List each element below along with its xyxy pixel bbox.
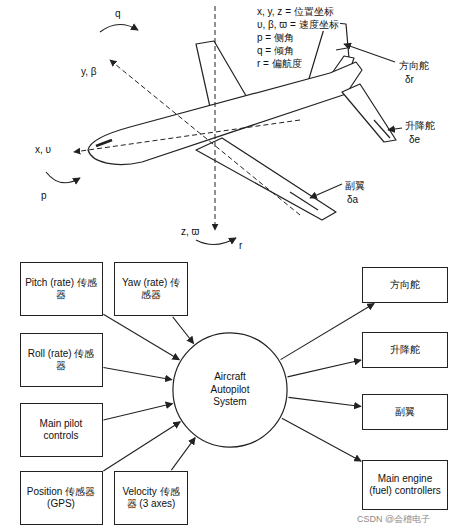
note-line: q = 倾角: [256, 45, 295, 57]
axis-label: y, β: [80, 66, 98, 78]
y-axis: [110, 60, 300, 215]
note-line: p = 侧角: [256, 32, 295, 44]
connector-arrow: [103, 368, 171, 380]
process-box: 副翼: [362, 394, 448, 430]
note-line: x, y, z = 位置坐标: [256, 6, 335, 18]
node-text: Yaw (rate) 传感器: [119, 277, 183, 302]
process-box: Main pilot controls: [20, 403, 103, 457]
process-box: Pitch (rate) 传感器: [20, 262, 103, 316]
node-text: Main engine (fuel) controllers: [367, 473, 443, 498]
axis-symbol: r: [238, 240, 243, 252]
control-symbol: δa: [346, 194, 359, 206]
node-text: 升降舵: [367, 344, 443, 357]
connector-arrow: [173, 317, 194, 344]
yaw-rotation-arrow: [196, 238, 236, 245]
note-line: r = 偏航度: [256, 58, 303, 70]
axis-symbol: p: [40, 190, 48, 202]
process-box: Yaw (rate) 传感器: [114, 262, 188, 316]
z-axis: [215, 6, 216, 230]
process-box: 升降舵: [362, 332, 448, 368]
near-stabilizer: [342, 84, 396, 142]
connector-arrow: [103, 314, 179, 359]
process-box: 方向舵: [362, 267, 448, 303]
aileron-line: [290, 192, 318, 210]
connector-arrow: [171, 438, 195, 471]
rudder-line: [336, 48, 347, 50]
node-text: Velocity 传感器 (3 axes): [119, 486, 183, 511]
connector-arrow: [289, 397, 361, 406]
part-name: 方向舵: [398, 60, 430, 72]
node-text: 方向舵: [367, 279, 443, 292]
control-symbol: δr: [404, 74, 415, 86]
note-line: υ, β, ϖ = 速度坐标: [256, 19, 340, 31]
connector-arrow: [103, 422, 180, 471]
process-box: Position 传感器 (GPS): [20, 471, 103, 525]
connector-arrow: [103, 404, 172, 420]
axis-symbol: q: [114, 8, 122, 20]
control-symbol: δe: [408, 134, 421, 146]
elevator-line: [374, 120, 390, 138]
circle-outline: [173, 333, 287, 447]
node-text: Roll (rate) 传感器: [25, 348, 98, 373]
connector-arrow: [281, 304, 375, 360]
node-text: Main pilot controls: [25, 418, 98, 443]
pitch-rotation-arrow: [100, 24, 138, 32]
axis-label: x, υ: [34, 144, 52, 156]
part-name: 副翼: [344, 180, 366, 192]
x-axis: [74, 120, 300, 152]
aileron-leader: [310, 184, 342, 198]
process-box: Roll (rate) 传感器: [20, 333, 103, 387]
node-text: Aircraft Autopilot System: [194, 371, 266, 409]
node-text: Position 传感器 (GPS): [25, 486, 98, 511]
process-box: Main engine (fuel) controllers: [362, 460, 448, 510]
system-circle: Aircraft Autopilot System: [172, 332, 288, 448]
node-text: Pitch (rate) 传感器: [25, 277, 98, 302]
watermark: CSDN @会稽电子: [356, 514, 431, 525]
roll-rotation-arrow: [46, 172, 80, 183]
near-wing: [196, 138, 336, 220]
axis-label: z, ϖ: [180, 226, 200, 238]
process-box: Velocity 传感器 (3 axes): [114, 471, 188, 525]
connector-arrow: [282, 418, 361, 461]
cockpit-window: [96, 140, 112, 146]
node-text: 副翼: [367, 406, 443, 419]
connector-arrow: [288, 360, 362, 377]
elevator-leader: [388, 128, 402, 130]
part-name: 升降舵: [404, 120, 436, 132]
rudder-leader: [344, 44, 395, 62]
